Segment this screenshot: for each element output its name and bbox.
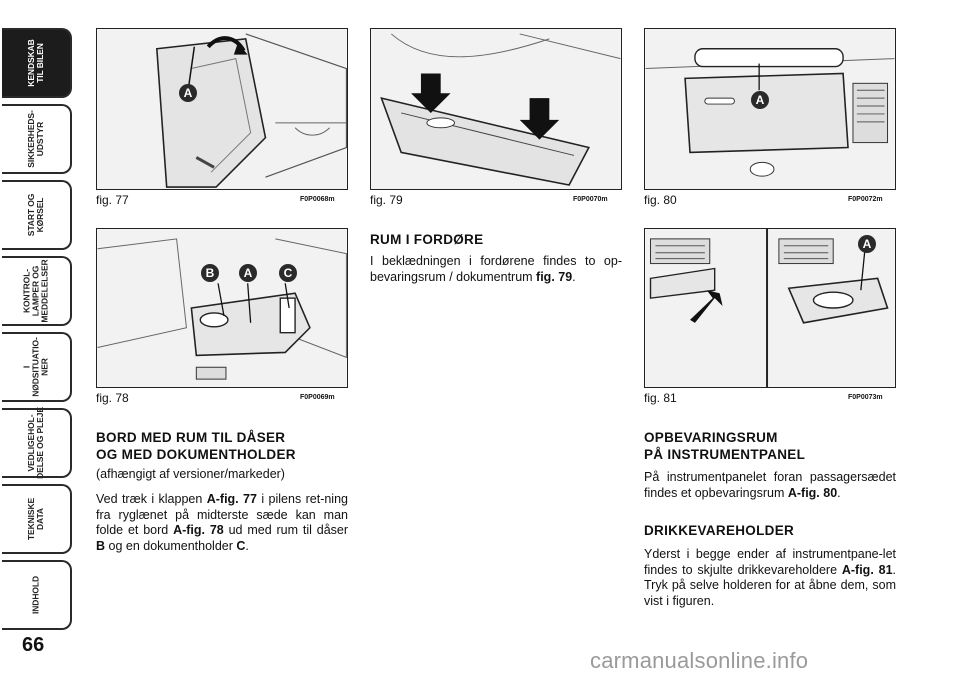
section-rum-text: I beklædningen i fordørene findes to op-… [370, 254, 622, 284]
fig81-drawing [645, 229, 895, 387]
fig77-label-a: A [179, 84, 197, 102]
section-opbevaring-text: På instrumentpanelet foran passagersædet… [644, 470, 896, 500]
fig78-label-a: A [239, 264, 257, 282]
tab-vedligeholdelse[interactable]: VEDLIGEHOL- DELSE OG PLEJE [2, 407, 72, 479]
fig81-caption: fig. 81 [644, 391, 677, 405]
watermark: carmanualsonline.info [590, 648, 809, 673]
fig78-label-c: C [279, 264, 297, 282]
tab-sikkerhedsudstyr[interactable]: SIKKERHEDS- UDSTYR [2, 104, 72, 174]
tab-kontrollamper[interactable]: KONTROL- LAMPER OG MEDDELELSER [2, 256, 72, 326]
tab-noedsituationer[interactable]: I NØDSITUATIO- NER [2, 332, 72, 402]
figure-80-image: A [644, 28, 896, 190]
fig77-code: F0P0068m [300, 196, 335, 203]
figure-81-image: A [644, 228, 896, 388]
fig80-drawing [645, 29, 895, 189]
fig79-drawing [371, 29, 621, 189]
fig80-label-a: A [751, 91, 769, 109]
fig78-code: F0P0069m [300, 394, 335, 401]
figure-79-image [370, 28, 622, 190]
fig77-drawing [97, 29, 347, 189]
section-bord-subheading: (afhængigt af versioner/markeder) [96, 467, 285, 481]
fig78-drawing [97, 229, 347, 387]
fig81-label-a: A [858, 235, 876, 253]
fig78-label-b: B [201, 264, 219, 282]
section-opbevaring-heading: OPBEVARINGSRUM PÅ INSTRUMENTPANEL [644, 430, 806, 462]
section-bord-text: Ved træk i klappen A-fig. 77 i pilens re… [96, 492, 349, 553]
fig80-caption: fig. 80 [644, 193, 677, 207]
page-number: 66 [22, 634, 45, 656]
fig81-code: F0P0073m [848, 394, 883, 401]
fig80-code: F0P0072m [848, 196, 883, 203]
figure-77-image: A [96, 28, 348, 190]
tab-start-og-koersel[interactable]: START OG KØRSEL [2, 180, 72, 250]
figure-78-image: B A C [96, 228, 348, 388]
tab-indhold[interactable]: INDHOLD [2, 560, 72, 630]
section-drikke-text: Yderst i begge ender af instrumentpane-l… [644, 547, 897, 608]
fig78-caption: fig. 78 [96, 391, 129, 405]
section-drikke-heading: DRIKKEVAREHOLDER [644, 523, 795, 538]
tab-kendskab[interactable]: KENDSKAB TIL BILEN [2, 28, 72, 98]
tab-tekniske-data[interactable]: TEKNISKE DATA [2, 484, 72, 554]
fig79-code: F0P0070m [573, 196, 608, 203]
fig77-caption: fig. 77 [96, 193, 129, 207]
fig79-caption: fig. 79 [370, 193, 403, 207]
section-rum-heading: RUM I FORDØRE [370, 232, 484, 247]
section-bord-heading: BORD MED RUM TIL DÅSER OG MED DOKUMENTHO… [96, 430, 296, 462]
